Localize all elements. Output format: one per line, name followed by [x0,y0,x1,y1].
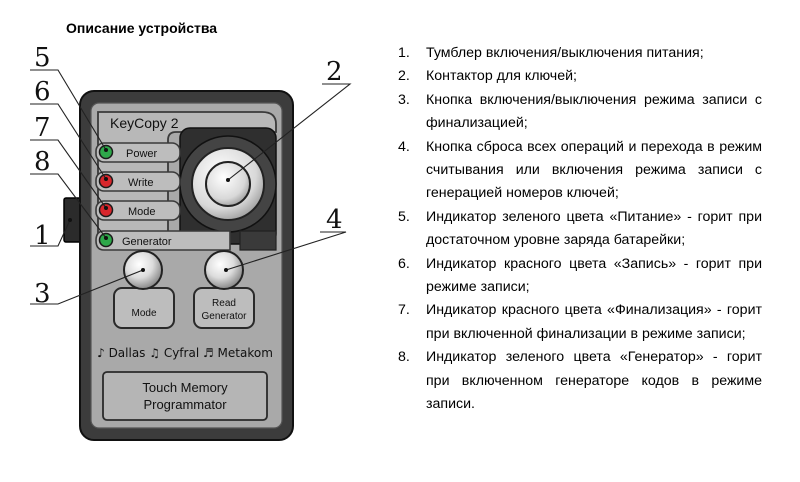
list-item-text: Кнопка сброса всех операций и перехода в… [426,138,762,202]
list-item: 1.Тумблер включения/выключения питания; [398,45,704,61]
indicator-power: Power [95,142,181,163]
list-item: 4.Кнопка сброса всех операций и перехода… [398,138,762,202]
list-item: 2.Контактор для ключей; [398,68,577,85]
device-name: KeyCopy 2 [110,115,179,131]
list-item-text: Индикатор красного цвета «Запись» - гори… [426,255,762,296]
callout-5: 5 [34,43,51,73]
list-item-text: Тумблер включения/выключения питания; [426,45,704,61]
product-panel [102,371,268,421]
list-item: 8.Индикатор зеленого цвета «Генератор» -… [398,349,762,413]
indicator-mode: Mode [95,200,181,221]
callout-1: 1 [34,221,51,251]
list-item-text: Кнопка включения/выключения режима запис… [426,91,762,132]
list-item: 7.Индикатор красного цвета «Финализация»… [398,302,762,342]
callout-2: 2 [326,57,343,87]
contactor-inner [205,161,251,207]
page-title: Описание устройства [66,20,218,36]
list-item-text: Индикатор зеленого цвета «Генератор» - г… [426,349,762,413]
read-generator-label-line1: Read [212,298,236,309]
indicator-generator-label: Generator [122,236,172,248]
list-item: 3.Кнопка включения/выключения режима зап… [398,91,762,132]
read-generator-label-line2: Generator [201,311,247,322]
read-generator-button[interactable]: Read Generator [193,250,255,329]
power-switch [63,197,82,243]
callout-7: 7 [34,113,51,143]
product-panel-line2: Programmator [143,397,227,412]
indicator-write-label: Write [128,177,153,189]
callout-3: 3 [34,279,51,309]
callout-8: 8 [34,147,51,177]
indicator-generator: Generator [95,230,277,251]
indicator-write: Write [95,171,181,192]
callout-4: 4 [326,205,343,235]
callout-leaders [30,69,352,305]
mode-button[interactable]: Mode [113,250,175,329]
list-item: 5.Индикатор зеленого цвета «Питание» - г… [398,208,762,249]
callout-6: 6 [34,77,51,107]
indicator-mode-label: Mode [128,206,156,218]
product-panel-line1: Touch Memory [142,380,228,395]
list-item-text: Контактор для ключей; [426,68,577,85]
list-item-text: Индикатор красного цвета «Финализация» -… [426,302,762,342]
list-item: 6.Индикатор красного цвета «Запись» - го… [398,255,762,296]
mode-button-label: Mode [131,308,156,319]
indicator-power-label: Power [126,148,158,160]
description-list: 1.Тумблер включения/выключения питания; … [398,42,762,417]
protocols-line: ♪ Dallas ♫ Cyfral ♬ Metakom [97,346,273,360]
list-item-text: Индикатор зеленого цвета «Питание» - гор… [426,208,762,249]
